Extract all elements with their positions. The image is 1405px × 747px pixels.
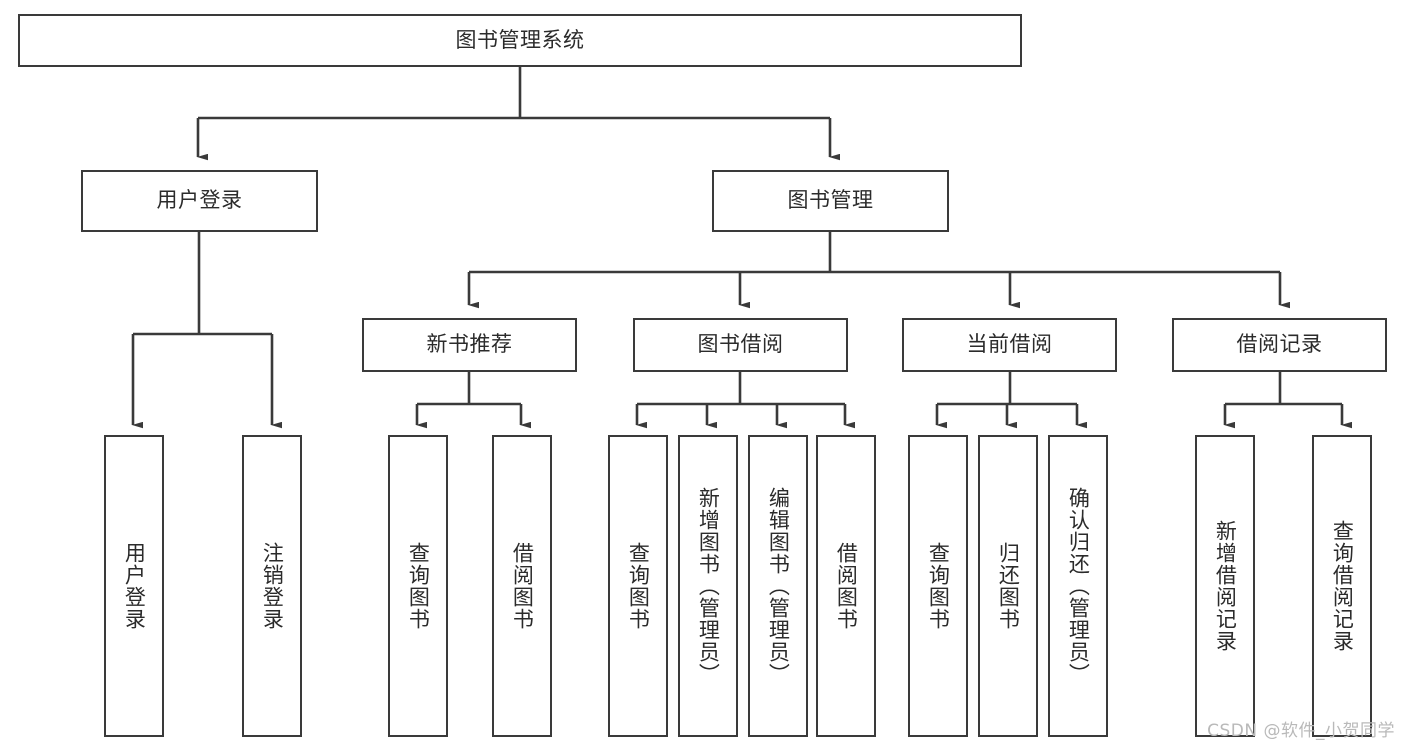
leaf-user-login[interactable]: 用户登录 <box>104 435 164 737</box>
node-borrow-record[interactable]: 借阅记录 <box>1172 318 1387 372</box>
leaf-query-borrow-record-label: 查询借阅记录 <box>1330 520 1355 652</box>
leaf-return-book[interactable]: 归还图书 <box>978 435 1038 737</box>
leaf-query-book-2[interactable]: 查询图书 <box>608 435 668 737</box>
node-book-borrow[interactable]: 图书借阅 <box>633 318 848 372</box>
leaf-borrow-book-2-label: 借阅图书 <box>834 542 859 630</box>
node-root-label: 图书管理系统 <box>455 27 585 52</box>
leaf-query-book-1[interactable]: 查询图书 <box>388 435 448 737</box>
leaf-edit-book-admin[interactable]: 编辑图书（管理员） <box>748 435 808 737</box>
leaf-add-borrow-record-label: 新增借阅记录 <box>1213 520 1238 652</box>
leaf-borrow-book-1-label: 借阅图书 <box>510 542 535 630</box>
watermark: CSDN @软件_小贺同学 <box>1207 721 1395 741</box>
leaf-add-borrow-record[interactable]: 新增借阅记录 <box>1195 435 1255 737</box>
node-root[interactable]: 图书管理系统 <box>18 14 1022 67</box>
leaf-confirm-return-admin-label: 确认归还（管理员） <box>1066 487 1091 685</box>
leaf-query-book-1-label: 查询图书 <box>406 542 431 630</box>
leaf-logout-login[interactable]: 注销登录 <box>242 435 302 737</box>
leaf-query-book-2-label: 查询图书 <box>626 542 651 630</box>
leaf-query-book-3[interactable]: 查询图书 <box>908 435 968 737</box>
leaf-query-borrow-record[interactable]: 查询借阅记录 <box>1312 435 1372 737</box>
node-new-book-recommend-label: 新书推荐 <box>426 332 513 357</box>
leaf-logout-login-label: 注销登录 <box>260 542 285 630</box>
leaf-query-book-3-label: 查询图书 <box>926 542 951 630</box>
leaf-add-book-admin-label: 新增图书（管理员） <box>696 487 721 685</box>
leaf-confirm-return-admin[interactable]: 确认归还（管理员） <box>1048 435 1108 737</box>
leaf-borrow-book-1[interactable]: 借阅图书 <box>492 435 552 737</box>
node-current-borrow-label: 当前借阅 <box>966 332 1053 357</box>
node-current-borrow[interactable]: 当前借阅 <box>902 318 1117 372</box>
node-user-login[interactable]: 用户登录 <box>81 170 318 232</box>
node-book-manage[interactable]: 图书管理 <box>712 170 949 232</box>
leaf-return-book-label: 归还图书 <box>996 542 1021 630</box>
leaf-edit-book-admin-label: 编辑图书（管理员） <box>766 487 791 685</box>
leaf-user-login-label: 用户登录 <box>122 542 147 630</box>
node-new-book-recommend[interactable]: 新书推荐 <box>362 318 577 372</box>
node-book-borrow-label: 图书借阅 <box>697 332 784 357</box>
node-book-manage-label: 图书管理 <box>787 188 874 213</box>
node-user-login-label: 用户登录 <box>156 188 243 213</box>
leaf-borrow-book-2[interactable]: 借阅图书 <box>816 435 876 737</box>
node-borrow-record-label: 借阅记录 <box>1236 332 1323 357</box>
leaf-add-book-admin[interactable]: 新增图书（管理员） <box>678 435 738 737</box>
